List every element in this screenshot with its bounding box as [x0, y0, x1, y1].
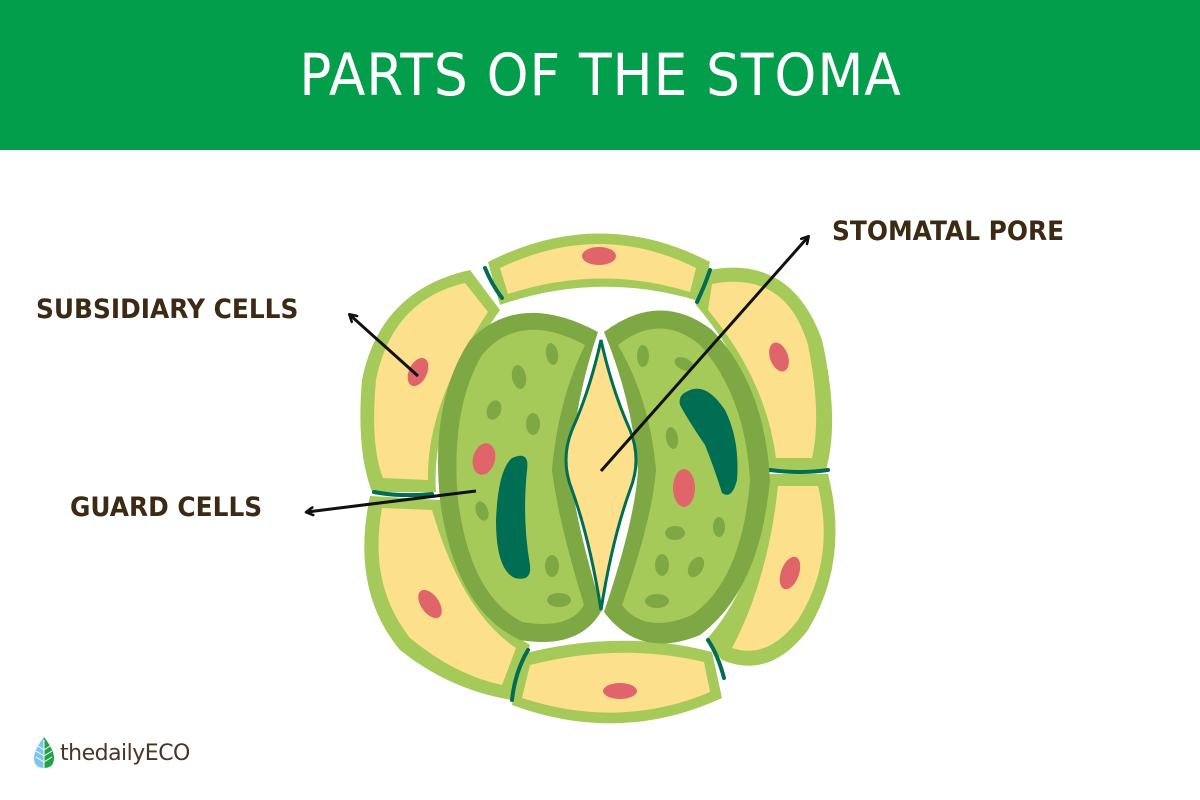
nucleus	[769, 342, 789, 372]
stomatal-pore	[564, 339, 638, 611]
vacuole	[496, 455, 531, 579]
guard-cell-right	[604, 310, 770, 644]
subsidiary-cell-top	[488, 233, 710, 305]
nucleus	[407, 357, 429, 387]
label-subsidiary-cells: SUBSIDIARY CELLS	[36, 294, 299, 325]
nucleus	[779, 556, 801, 590]
subsidiary-cells	[360, 233, 836, 724]
leaf-drop-icon	[34, 737, 54, 768]
label-stomatal-pore: STOMATAL PORE	[832, 216, 1065, 247]
logo-text: thedailyECO	[60, 740, 190, 766]
nucleus	[603, 683, 637, 699]
label-guard-cells: GUARD CELLS	[70, 492, 263, 523]
subsidiary-cell-lower-left	[364, 496, 530, 700]
guard-cell-left	[438, 312, 602, 642]
nucleus	[472, 443, 496, 475]
subsidiary-cell-upper-left	[360, 270, 500, 492]
arrow-stomatal-pore	[599, 237, 808, 472]
header-banner: PARTS OF THE STOMA	[0, 0, 1200, 150]
brand-logo: thedailyECO	[32, 736, 190, 770]
vacuole	[679, 388, 738, 495]
nucleus	[582, 247, 616, 265]
subsidiary-cell-upper-right	[696, 267, 833, 470]
nucleus	[418, 589, 442, 619]
arrow-guard-cells	[307, 489, 477, 512]
subsidiary-cell-lower-right	[706, 474, 836, 666]
page-title: PARTS OF THE STOMA	[298, 41, 902, 109]
nucleus	[673, 469, 695, 507]
arrow-subsidiary-cells	[350, 315, 420, 378]
subsidiary-cell-bottom	[512, 640, 722, 724]
